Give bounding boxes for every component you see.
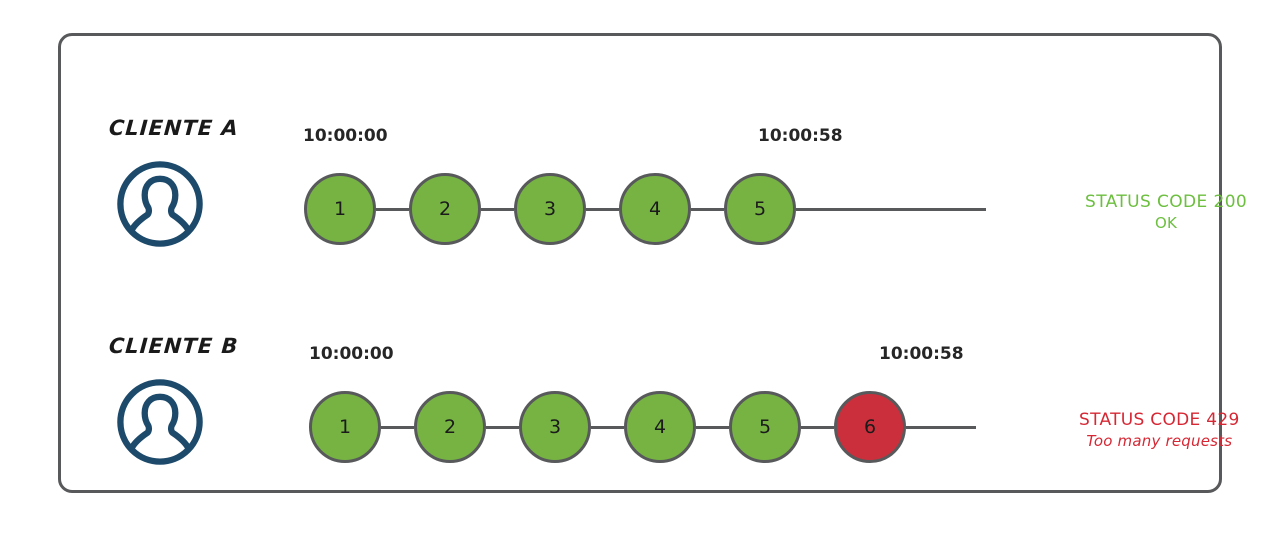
chain-connector bbox=[381, 425, 414, 429]
request-node[interactable]: 1 bbox=[304, 173, 376, 245]
user-avatar-icon bbox=[115, 377, 205, 467]
status-message-text: Too many requests bbox=[1086, 431, 1233, 450]
client-a-label: CLIENTE A bbox=[108, 116, 240, 140]
chain-tail bbox=[906, 425, 976, 429]
request-node[interactable]: 4 bbox=[619, 173, 691, 245]
timestamp-a-end: 10:00:58 bbox=[758, 126, 843, 146]
chain-tail bbox=[796, 207, 986, 211]
timestamp-b-start: 10:00:00 bbox=[309, 344, 394, 364]
chain-connector bbox=[481, 207, 514, 211]
chain-connector bbox=[801, 425, 834, 429]
status-code-text: STATUS CODE 429 bbox=[1079, 410, 1240, 430]
status-badge-b: STATUS CODE 429 Too many requests bbox=[1079, 410, 1240, 451]
request-node[interactable]: 2 bbox=[414, 391, 486, 463]
request-chain-a: 1 2 3 4 5 bbox=[304, 172, 986, 246]
chain-connector bbox=[486, 425, 519, 429]
request-node[interactable]: 1 bbox=[309, 391, 381, 463]
status-code-text: STATUS CODE 200 bbox=[1085, 192, 1248, 212]
client-b-label: CLIENTE B bbox=[108, 334, 240, 358]
chain-connector bbox=[376, 207, 409, 211]
diagram-panel: CLIENTE A 10:00:00 10:00:58 1 2 bbox=[58, 33, 1247, 493]
timestamp-a-start: 10:00:00 bbox=[303, 126, 388, 146]
status-message-text: OK bbox=[1155, 213, 1178, 232]
client-row-b: CLIENTE B 10:00:00 10:00:58 1 2 bbox=[61, 294, 1239, 514]
request-node[interactable]: 5 bbox=[724, 173, 796, 245]
request-node[interactable]: 5 bbox=[729, 391, 801, 463]
timestamp-b-end: 10:00:58 bbox=[879, 344, 964, 364]
status-badge-a: STATUS CODE 200 OK bbox=[1085, 192, 1247, 233]
client-row-a: CLIENTE A 10:00:00 10:00:58 1 2 bbox=[61, 76, 1247, 296]
chain-connector bbox=[586, 207, 619, 211]
request-chain-b: 1 2 3 4 5 6 bbox=[309, 390, 976, 464]
chain-connector bbox=[696, 425, 729, 429]
chain-connector bbox=[591, 425, 624, 429]
request-node[interactable]: 3 bbox=[514, 173, 586, 245]
chain-connector bbox=[691, 207, 724, 211]
user-avatar-icon bbox=[115, 159, 205, 249]
request-node-rejected[interactable]: 6 bbox=[834, 391, 906, 463]
request-node[interactable]: 4 bbox=[624, 391, 696, 463]
request-node[interactable]: 2 bbox=[409, 173, 481, 245]
request-node[interactable]: 3 bbox=[519, 391, 591, 463]
